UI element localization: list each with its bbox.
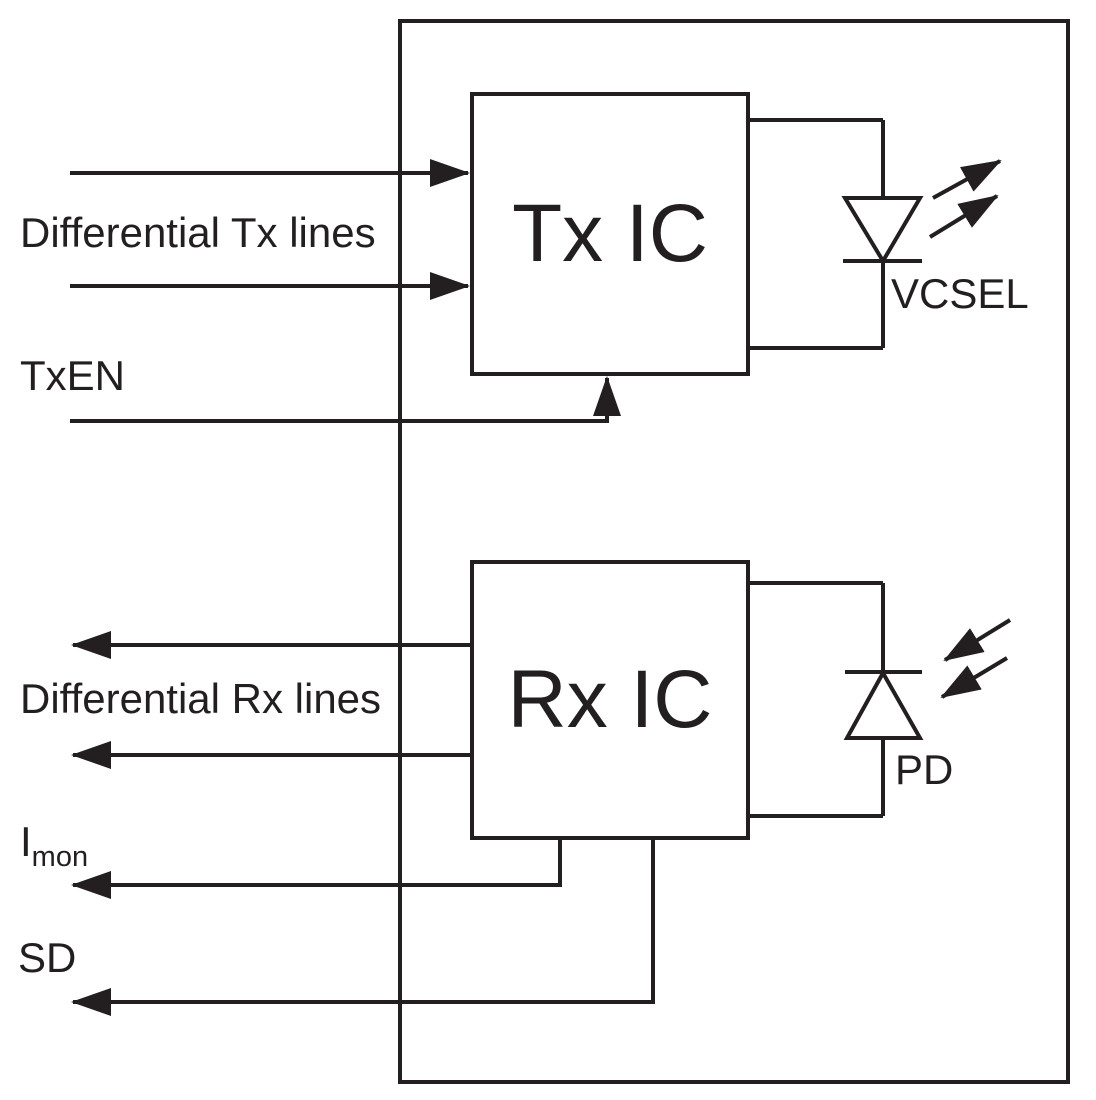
sd-line xyxy=(71,838,655,1016)
imon-label: Imon xyxy=(20,818,88,872)
vcsel-light-arrow-1 xyxy=(932,159,1002,200)
imon-line xyxy=(71,838,562,899)
pd-light-arrow-1 xyxy=(943,618,1012,662)
vcsel-light-arrow-2 xyxy=(928,194,999,239)
rx-ic-box xyxy=(470,560,750,840)
diff-tx-label: Differential Tx lines xyxy=(20,209,376,256)
imon-label-subscript: mon xyxy=(31,841,89,873)
pd-light-arrow-2 xyxy=(940,656,1009,699)
pd-diode-icon xyxy=(843,618,1012,740)
vcsel-diode-icon xyxy=(841,159,1002,265)
tx-ic-label: Tx IC xyxy=(512,188,708,279)
sd-label: SD xyxy=(18,934,77,981)
module-boundary-box xyxy=(398,19,1070,1084)
rx-ic-label: Rx IC xyxy=(507,654,713,745)
diff-rx-label: Differential Rx lines xyxy=(20,675,382,722)
imon-label-main: I xyxy=(20,818,32,865)
vcsel-label: VCSEL xyxy=(891,270,1029,317)
pd-label: PD xyxy=(895,746,954,793)
txen-label: TxEN xyxy=(20,352,125,399)
txen-line xyxy=(70,376,621,423)
tx-ic-box xyxy=(470,92,750,376)
